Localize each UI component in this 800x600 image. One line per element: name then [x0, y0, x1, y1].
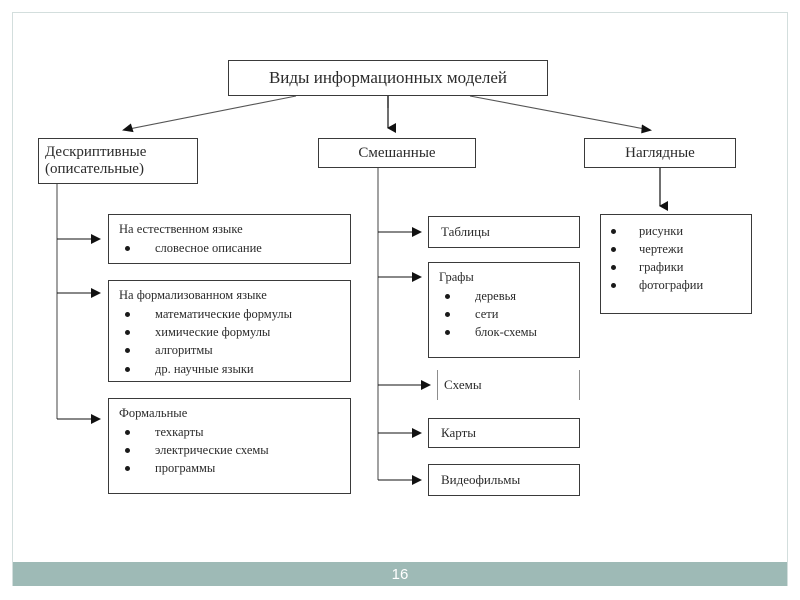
bullet-list: математические формулы химические формул…	[119, 305, 342, 378]
detail-box-graphs: Графы деревья сети блок-схемы	[428, 262, 580, 358]
slide-footer-bar: 16	[13, 562, 787, 586]
list-item: программы	[119, 459, 342, 477]
diagram-title-box: Виды информационных моделей	[228, 60, 548, 96]
detail-header: Таблицы	[441, 224, 490, 239]
detail-box-tables: Таблицы	[428, 216, 580, 248]
list-item: чертежи	[605, 240, 745, 258]
bullet-list: словесное описание	[119, 239, 342, 257]
bullet-list: техкарты электрические схемы программы	[119, 423, 342, 477]
list-item: графики	[605, 258, 745, 276]
list-item: деревья	[439, 287, 571, 305]
category-descriptive-line1: Дескриптивные	[45, 143, 147, 160]
page-number: 16	[391, 565, 409, 583]
list-item: словесное описание	[119, 239, 342, 257]
detail-header: Графы	[439, 270, 474, 284]
detail-header: Видеофильмы	[441, 472, 521, 487]
list-item: математические формулы	[119, 305, 342, 323]
detail-header: Карты	[441, 425, 477, 440]
list-item: химические формулы	[119, 323, 342, 341]
bullet-list: рисунки чертежи графики фотографии	[605, 222, 745, 295]
list-item: сети	[439, 305, 571, 323]
detail-box-maps: Карты	[428, 418, 580, 448]
detail-box-videos: Видеофильмы	[428, 464, 580, 496]
category-box-mixed: Смешанные	[318, 138, 476, 168]
list-item: алгоритмы	[119, 341, 342, 359]
category-descriptive-line2: (описательные)	[45, 161, 144, 177]
category-box-visual: Наглядные	[584, 138, 736, 168]
list-item: рисунки	[605, 222, 745, 240]
detail-box-formalized-language: На формализованном языке математические …	[108, 280, 351, 382]
detail-box-schemes: Схемы	[437, 370, 580, 400]
category-visual-label: Наглядные	[625, 144, 695, 161]
category-box-descriptive: Дескриптивные (описательные)	[38, 138, 198, 184]
list-item: фотографии	[605, 276, 745, 294]
detail-box-formal: Формальные техкарты электрические схемы …	[108, 398, 351, 494]
list-item: электрические схемы	[119, 441, 342, 459]
page-title: Виды информационных моделей	[268, 68, 508, 87]
detail-header: Формальные	[119, 406, 188, 420]
detail-header: На естественном языке	[119, 222, 243, 236]
list-item: техкарты	[119, 423, 342, 441]
bullet-list: деревья сети блок-схемы	[439, 287, 571, 341]
list-item: блок-схемы	[439, 323, 571, 341]
detail-header: Схемы	[444, 377, 482, 392]
detail-header: На формализованном языке	[119, 288, 267, 302]
detail-box-natural-language: На естественном языке словесное описание	[108, 214, 351, 264]
list-item: др. научные языки	[119, 360, 342, 378]
category-mixed-label: Смешанные	[358, 144, 436, 161]
detail-box-visual-items: рисунки чертежи графики фотографии	[600, 214, 752, 314]
